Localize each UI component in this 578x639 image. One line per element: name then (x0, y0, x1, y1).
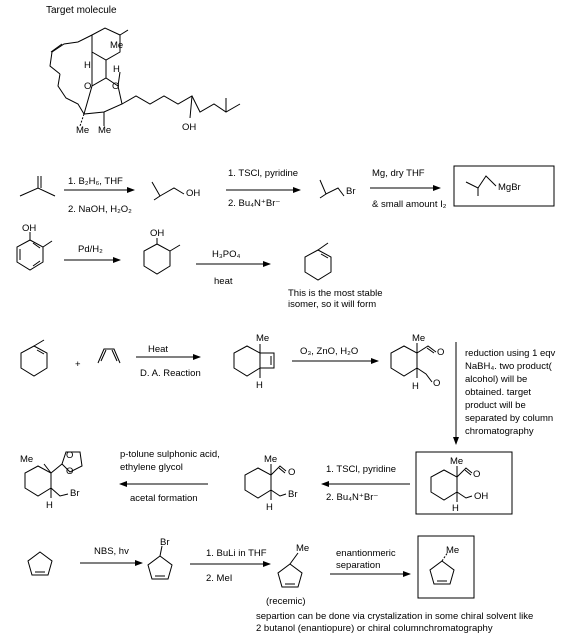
r5-note-1: separtion can be done via crystalization… (256, 611, 533, 622)
r2-step2-top: H₃PO₄ (212, 249, 240, 260)
r1-step3-top: Mg, dry THF (372, 168, 425, 179)
alc-oh: OH (474, 491, 488, 502)
methylcyclohexene (304, 242, 332, 281)
r3-dial-o-bottom: O (433, 378, 440, 389)
alc-h: H (452, 503, 459, 514)
hydroxy-aldehyde (430, 466, 473, 502)
r2-note-2: isomer, so it will form (288, 299, 376, 310)
r3-da-me: Me (256, 333, 269, 344)
o-cresol (16, 232, 53, 271)
r3-dial-o-top: O (437, 347, 444, 358)
final-product-box (417, 535, 475, 599)
r5-product3-me: Me (446, 545, 459, 556)
r3-dial-h: H (412, 381, 419, 392)
acetal-o-bottom: O (66, 466, 73, 477)
bromo-aldehyde (244, 464, 287, 500)
r3-plus: + (75, 359, 81, 370)
alc-me: Me (450, 456, 463, 467)
target-o-right: O (112, 81, 119, 92)
r2-step1: Pd/H₂ (78, 244, 103, 255)
r5-product2-me: Me (296, 543, 309, 554)
r4-acetal-top-1: p-tolune sulphonic acid, (120, 449, 220, 460)
r1-product3: MgBr (498, 182, 521, 193)
reduction-note: reduction using 1 eqv NaBH₄. two product… (465, 348, 556, 437)
br-o: O (288, 467, 295, 478)
alc-o: O (473, 469, 480, 480)
r4-acetal-bottom: acetal formation (130, 493, 198, 504)
reduction-note-5: product will be (465, 400, 526, 411)
reduction-note-1: reduction using 1 eqv (465, 348, 556, 359)
br-h: H (266, 502, 273, 513)
r5-step2-top: 1. BuLi in THF (206, 548, 267, 559)
butadiene (97, 348, 121, 364)
chiral-methylcyclopentene (429, 551, 455, 585)
r4-br-bottom: 2. Bu₄N⁺Br⁻ (326, 492, 378, 503)
isobutanol (151, 181, 185, 201)
r3-step2: O₃, ZnO, H₂O (300, 346, 358, 357)
r2-step2-bottom: heat (214, 276, 233, 287)
target-h-right: H (113, 64, 120, 75)
r5-note-2: 2 butanol (enantiopure) or chiral column… (256, 623, 493, 634)
r4-acetal-top-2: ethylene glycol (120, 462, 183, 473)
r2-start-oh: OH (22, 223, 36, 234)
r3-step1-bottom: D. A. Reaction (140, 368, 201, 379)
r1-step2-bottom: 2. Bu₄N⁺Br⁻ (228, 198, 280, 209)
r1-step1-bottom: 2. NaOH, H₂O₂ (68, 204, 132, 215)
r3-step1-top: Heat (148, 344, 168, 355)
methylcyclohexanol (143, 238, 181, 275)
r1-product1: OH (186, 188, 200, 199)
r1-product2: Br (346, 186, 356, 197)
br-br: Br (288, 489, 298, 500)
alcohol-box (415, 451, 513, 515)
r5-step3-top: enantionmeric (336, 548, 396, 559)
target-molecule (49, 27, 241, 127)
title: Target molecule (46, 5, 117, 16)
acetal-o-top: O (66, 450, 73, 461)
target-oh: OH (182, 122, 196, 133)
r1-step3-bottom: & small amount I₂ (372, 199, 447, 210)
methylcyclopentene (277, 552, 303, 588)
r5-step2-bottom: 2. MeI (206, 573, 232, 584)
r3-dial-me: Me (412, 333, 425, 344)
isobutyl-grignard (465, 175, 497, 196)
r5-step1: NBS, hv (94, 546, 129, 557)
r5-product1-br: Br (160, 537, 170, 548)
target-h-left: H (84, 60, 91, 71)
r5-product2-label: (recemic) (266, 596, 306, 607)
isobutyl-bromide (319, 179, 345, 199)
cyclopentene (27, 551, 53, 576)
dialdehyde (390, 343, 437, 383)
reduction-note-7: chromatography (465, 426, 534, 437)
target-me-top: Me (110, 40, 123, 51)
r4-br-top: 1. TSCl, pyridine (326, 464, 396, 475)
target-me-bottom-left: Me (76, 125, 89, 136)
isobutylene (19, 176, 56, 197)
reduction-note-2: NaBH₄. two product( (465, 361, 553, 372)
br-me: Me (264, 454, 277, 465)
bromocyclopentene (147, 545, 173, 580)
grignard-box (453, 165, 555, 207)
reduction-note-4: obtained. target (465, 387, 531, 398)
r1-step1-top: 1. B₂H₆, THF (68, 176, 123, 187)
methylcyclohexene-2 (20, 339, 48, 377)
diels-alder-adduct (233, 344, 275, 378)
target-o-left: O (84, 81, 91, 92)
reduction-note-3: alcohol) will be (465, 374, 527, 385)
r5-step3-bottom: separation (336, 560, 380, 571)
r3-da-h: H (256, 380, 263, 391)
r2-product-oh: OH (150, 228, 164, 239)
r2-note-1: This is the most stable (288, 288, 383, 299)
r1-step2-top: 1. TSCl, pyridine (228, 168, 298, 179)
acetal-h: H (46, 500, 53, 511)
reduction-note-6: separated by column (465, 413, 553, 424)
target-me-bottom-right: Me (98, 125, 111, 136)
bromo-acetal (24, 451, 83, 498)
acetal-me: Me (20, 454, 33, 465)
acetal-br: Br (70, 488, 80, 499)
